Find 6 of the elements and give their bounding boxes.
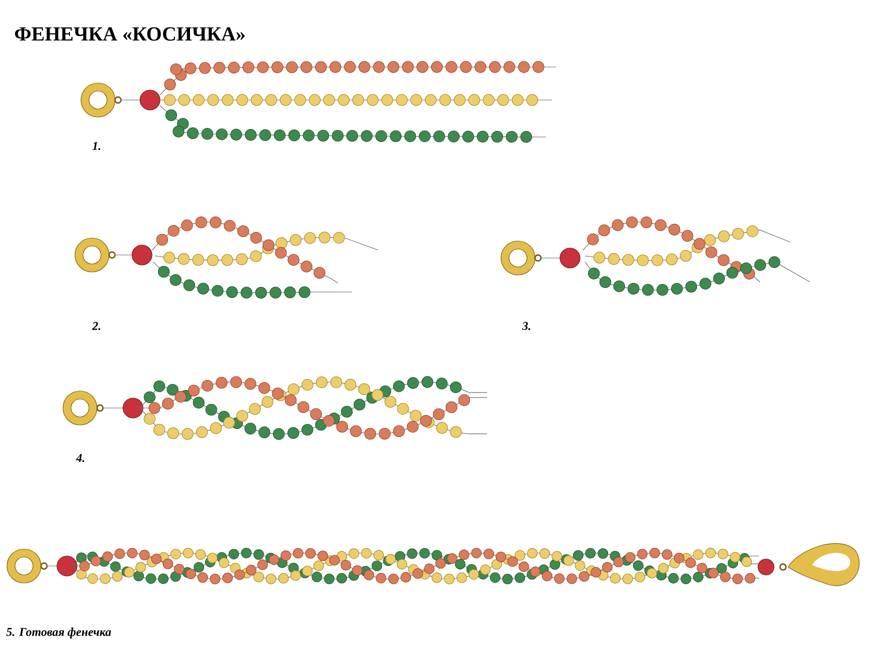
- step-label: 2.: [92, 322, 100, 330]
- step-label: 3.: [522, 322, 530, 330]
- step-label: 5. Готовая фенечка: [6, 628, 112, 638]
- step-label: 4.: [76, 454, 84, 462]
- step-label: 1.: [92, 142, 100, 150]
- title: ФЕНЕЧКА «КОСИЧКА»: [14, 27, 245, 41]
